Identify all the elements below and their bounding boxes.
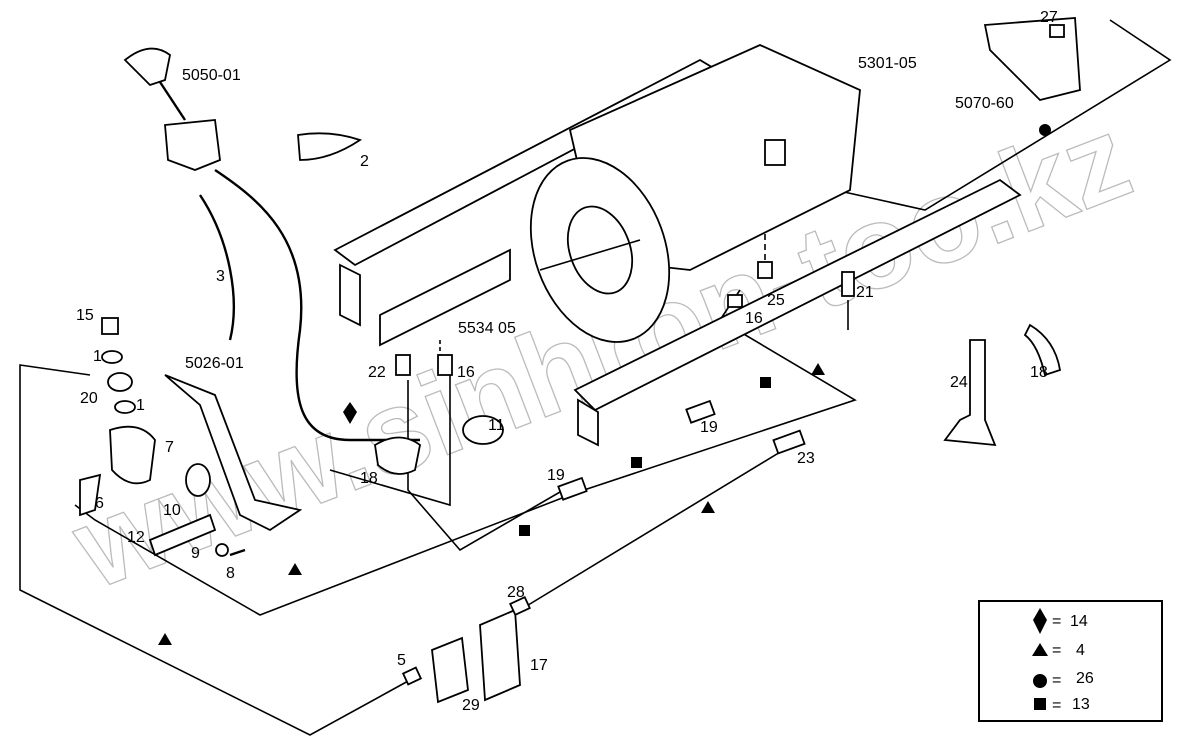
label-gearbox: 5301-05 — [858, 55, 917, 72]
diamond-marker — [343, 402, 357, 424]
part-label: 22 — [368, 364, 386, 381]
label-valve-block: 5534 05 — [458, 320, 516, 337]
circle-marker — [1039, 124, 1051, 136]
part-label: 19 — [547, 467, 565, 484]
legend-triangle-icon — [1032, 643, 1048, 656]
svg-text:26: 26 — [1076, 670, 1094, 687]
legend-diamond-icon — [1033, 608, 1047, 634]
triangle-marker — [701, 501, 715, 513]
legend-square-icon — [1034, 698, 1046, 710]
square-marker — [519, 525, 530, 536]
part-label: 16 — [745, 310, 763, 327]
route-markers — [158, 124, 1051, 645]
svg-text:=: = — [1052, 697, 1061, 714]
connector-block — [983, 17, 1081, 101]
label-connector-block: 5070-60 — [955, 95, 1014, 112]
part-label: 5 — [397, 652, 406, 669]
square-marker — [760, 377, 771, 388]
part-label: 8 — [226, 565, 235, 582]
legend-circle-icon — [1033, 674, 1047, 688]
part-label: 18 — [360, 470, 378, 487]
part-label: 15 — [76, 307, 94, 324]
svg-text:4: 4 — [1076, 642, 1085, 659]
part-label: 23 — [797, 450, 815, 467]
part-label: 20 — [80, 390, 98, 407]
svg-text:=: = — [1052, 613, 1061, 630]
svg-text:13: 13 — [1072, 696, 1090, 713]
part-label: 10 — [163, 502, 181, 519]
triangle-marker — [288, 563, 302, 575]
triangle-marker — [811, 363, 825, 375]
part-label: 27 — [1040, 9, 1058, 26]
part-labels: 2 3 15 1 20 1 7 6 10 12 9 8 22 16 11 18 … — [76, 9, 1058, 714]
part-label: 19 — [700, 419, 718, 436]
legend: = 14 = 4 = 26 = 13 — [978, 600, 1163, 722]
small-parts — [79, 24, 1065, 704]
triangle-marker — [158, 633, 172, 645]
part-label: 16 — [457, 364, 475, 381]
part-label: 1 — [136, 397, 145, 414]
part-label: 11 — [488, 417, 505, 434]
part-label: 9 — [191, 545, 200, 562]
part-label: 2 — [360, 153, 369, 170]
part-label: 17 — [530, 657, 548, 674]
part-label: 6 — [95, 495, 104, 512]
part-label: 29 — [462, 697, 480, 714]
part-label: 1 — [93, 348, 102, 365]
part-label: 21 — [856, 284, 874, 301]
gearbox-assembly — [529, 44, 861, 343]
svg-text:=: = — [1052, 672, 1061, 689]
square-marker — [631, 457, 642, 468]
part-label: 7 — [165, 439, 174, 456]
label-pedal: 5026-01 — [185, 355, 244, 372]
part-label: 28 — [507, 584, 525, 601]
part-label: 24 — [950, 374, 968, 391]
shift-lever — [123, 47, 221, 171]
part-label: 25 — [767, 292, 785, 309]
part-label: 18 — [1030, 364, 1048, 381]
part-label: 12 — [127, 529, 145, 546]
svg-text:14: 14 — [1070, 613, 1088, 630]
svg-text:=: = — [1052, 642, 1061, 659]
label-shift-lever: 5050-01 — [182, 67, 241, 84]
part-label: 3 — [216, 268, 225, 285]
